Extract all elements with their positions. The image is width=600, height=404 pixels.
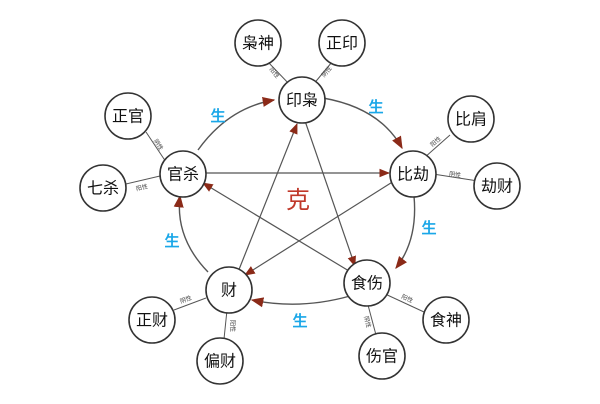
node-guansha-label: 官杀 xyxy=(167,165,199,184)
spoke-shishang-shishen xyxy=(382,292,425,313)
sheng-arc-guansha-to-yinxiao xyxy=(197,96,276,151)
node-zhengguan: 正官 xyxy=(104,92,152,140)
note-zhengyin: 阴性 xyxy=(320,65,334,79)
spoke-guansha-qisha xyxy=(125,175,161,185)
node-yinxiao: 印枭 xyxy=(278,76,326,124)
node-shishen-label: 食神 xyxy=(430,311,462,330)
ke-line-yinxiao-to-shishang xyxy=(303,117,356,268)
note-zhengcai: 阴性 xyxy=(179,294,193,306)
sheng-arc-cai-to-guansha xyxy=(173,194,209,273)
ke-line-shishang-to-guansha xyxy=(202,182,350,272)
note-piancai: 阳性 xyxy=(229,320,237,332)
spoke-cai-piancai xyxy=(223,309,228,340)
node-shishang: 食伤 xyxy=(343,259,391,307)
node-piancai-label: 偏财 xyxy=(204,352,236,371)
node-xiaoshen-label: 枭神 xyxy=(242,34,274,53)
node-guansha: 官杀 xyxy=(159,150,207,198)
node-zhengcai: 正财 xyxy=(128,296,176,344)
sheng-label-shishang-cai: 生 xyxy=(292,312,307,330)
note-shishen: 阳性 xyxy=(400,292,414,304)
spoke-bijie-bijian xyxy=(423,134,451,159)
note-qisha: 阳性 xyxy=(135,182,149,193)
node-qisha: 七杀 xyxy=(79,164,127,212)
node-yinxiao-label: 印枭 xyxy=(286,91,318,110)
node-jiecai: 劫财 xyxy=(473,162,521,210)
node-bijian-label: 比肩 xyxy=(455,110,487,129)
note-zhengguan: 阴性 xyxy=(152,138,165,152)
spoke-bijie-jiecai xyxy=(432,173,479,182)
node-zhengguan-label: 正官 xyxy=(112,107,144,126)
node-zhengyin-label: 正印 xyxy=(326,34,358,53)
node-bijian: 比肩 xyxy=(447,95,495,143)
node-shishen: 食神 xyxy=(422,296,470,344)
spoke-guansha-zhengguan xyxy=(145,131,167,163)
sheng-arc-shishang-to-cai xyxy=(250,295,351,308)
sheng-arc-yinxiao-to-bijie xyxy=(322,97,403,150)
note-xiaoshen: 阳性 xyxy=(267,66,281,80)
node-zhengcai-label: 正财 xyxy=(136,311,168,330)
node-zhengyin: 正印 xyxy=(318,19,366,67)
node-bijie-label: 比劫 xyxy=(397,165,429,184)
node-shishang-label: 食伤 xyxy=(351,274,383,293)
ke-line-cai-to-yinxiao xyxy=(237,122,298,273)
node-jiecai-label: 劫财 xyxy=(481,177,513,196)
node-xiaoshen: 枭神 xyxy=(234,19,282,67)
node-piancai: 偏财 xyxy=(196,337,244,385)
spoke-cai-zhengcai xyxy=(173,297,207,311)
node-bijie: 比劫 xyxy=(389,150,437,198)
node-cai: 财 xyxy=(205,266,253,314)
spoke-shishang-shangguan xyxy=(367,304,377,336)
sheng-label-yinxiao-bijie: 生 xyxy=(368,98,383,116)
node-shangguan: 伤官 xyxy=(358,332,406,380)
sheng-label-cai-guansha: 生 xyxy=(164,232,179,250)
sheng-label-bijie-shishang: 生 xyxy=(421,219,436,237)
sheng-label-guansha-yinxiao: 生 xyxy=(210,107,225,125)
ke-line-bijie-to-cai xyxy=(244,180,395,276)
node-qisha-label: 七杀 xyxy=(87,179,119,198)
sheng-arc-bijie-to-shishang xyxy=(395,195,416,269)
note-jiecai: 阴性 xyxy=(449,170,462,180)
ke-center-label: 克 xyxy=(286,186,310,214)
node-cai-label: 财 xyxy=(221,281,237,300)
note-shangguan: 阴性 xyxy=(362,315,373,329)
note-bijian: 阳性 xyxy=(429,135,443,149)
node-shangguan-label: 伤官 xyxy=(366,347,398,366)
